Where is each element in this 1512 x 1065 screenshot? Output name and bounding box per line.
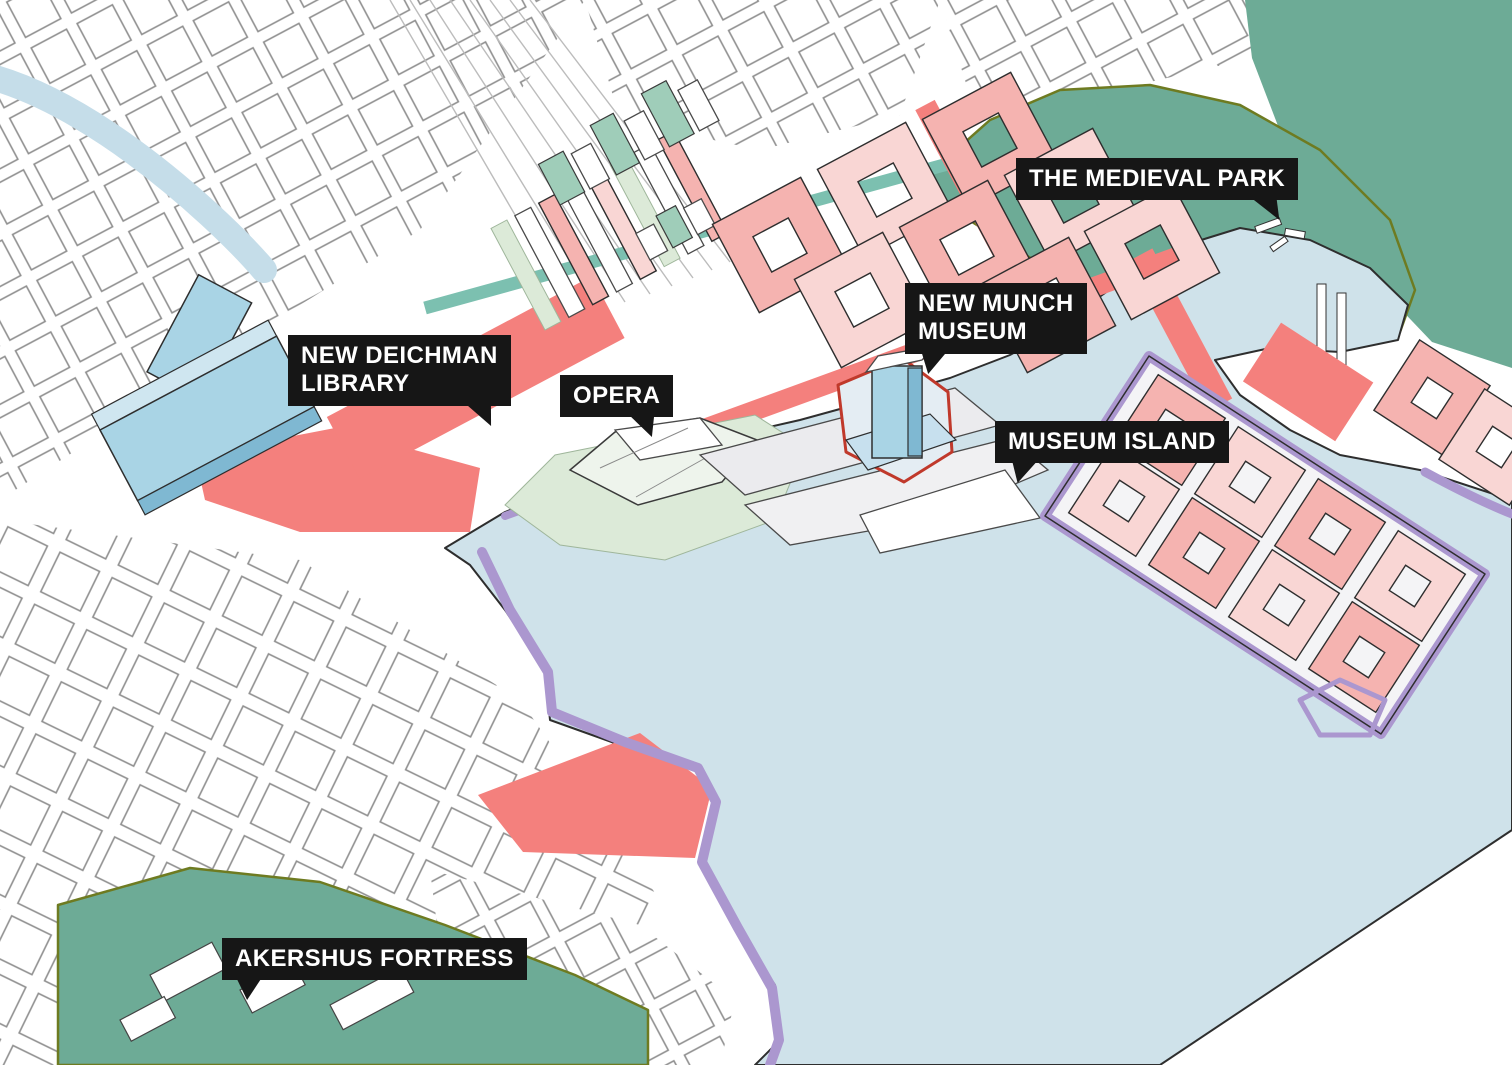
label-text: THE MEDIEVAL PARK bbox=[1029, 165, 1286, 192]
label-new-munch-museum: NEW MUNCH MUSEUM bbox=[905, 283, 1087, 374]
label-akershus-fortress: AKERSHUS FORTRESS bbox=[222, 938, 527, 1001]
munch-museum-building bbox=[836, 345, 958, 484]
label-pointer bbox=[235, 979, 261, 1001]
east-shore-buildings bbox=[1372, 338, 1512, 507]
label-text: MUSEUM bbox=[918, 318, 1028, 346]
label-new-deichman-library: NEW DEICHMAN LIBRARY bbox=[288, 335, 511, 426]
label-text: MUSEUM ISLAND bbox=[1008, 428, 1216, 455]
label-medieval-park: THE MEDIEVAL PARK bbox=[1016, 158, 1299, 221]
ekeberg-hillside bbox=[1245, 0, 1512, 368]
label-text: AKERSHUS FORTRESS bbox=[235, 945, 514, 972]
label-text: OPERA bbox=[573, 382, 661, 409]
medieval-ruins bbox=[1254, 217, 1347, 366]
label-text: LIBRARY bbox=[301, 370, 410, 398]
deichman-library-building bbox=[90, 273, 323, 516]
label-text: NEW MUNCH bbox=[918, 290, 1074, 317]
label-museum-island: MUSEUM ISLAND bbox=[995, 421, 1229, 484]
label-text: NEW DEICHMAN bbox=[301, 342, 498, 369]
aker-river bbox=[0, 65, 277, 283]
label-opera: OPERA bbox=[560, 375, 674, 438]
